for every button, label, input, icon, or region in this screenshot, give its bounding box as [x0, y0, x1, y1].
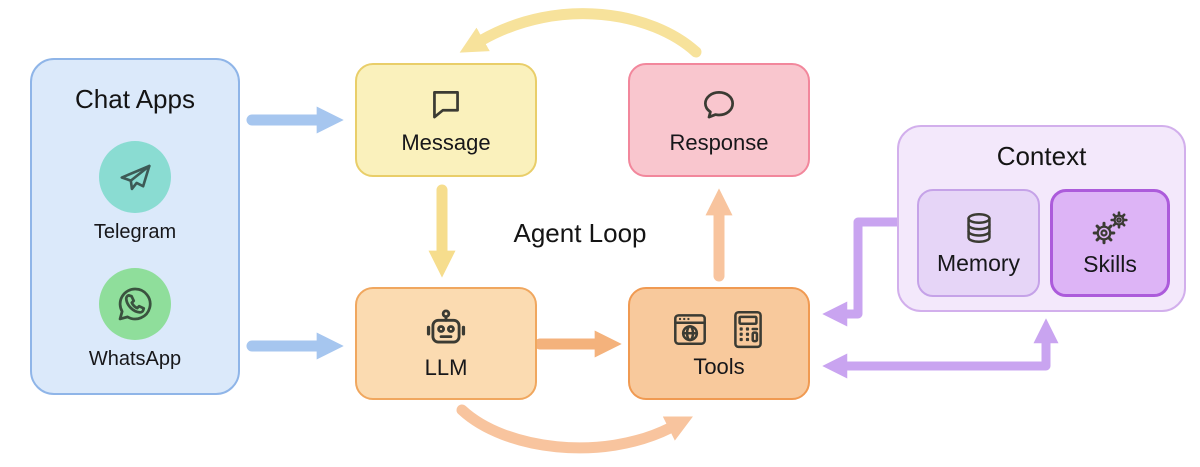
message-label: Message — [401, 130, 491, 155]
speech-bubble-square-icon — [425, 84, 467, 126]
node-chat-apps: Chat Apps Telegram WhatsApp — [30, 58, 240, 395]
node-tools: Tools — [628, 287, 810, 400]
arrow-tools-context-bidirectional — [822, 318, 1059, 379]
tools-label: Tools — [693, 353, 745, 379]
agent-loop-label: Agent Loop — [513, 218, 647, 248]
robot-icon — [422, 307, 470, 351]
memory-label: Memory — [936, 250, 1021, 276]
arrow-response-to-message-curve — [459, 8, 702, 58]
node-memory: Memory — [917, 189, 1040, 297]
node-message: Message — [355, 63, 537, 177]
context-title: Context — [996, 141, 1087, 171]
node-skills: Skills — [1050, 189, 1170, 297]
node-response: Response — [628, 63, 810, 177]
arrow-context-to-tools — [822, 217, 902, 327]
speech-bubble-round-icon — [698, 84, 740, 126]
node-context: Context Memory — [897, 125, 1186, 312]
chat-apps-title: Chat Apps — [75, 84, 195, 114]
arrow-llm-to-tools-curve — [456, 404, 693, 454]
gears-icon — [1088, 208, 1132, 248]
whatsapp-icon — [99, 268, 171, 340]
telegram-icon — [99, 141, 171, 213]
calculator-icon — [727, 308, 769, 350]
response-label: Response — [669, 130, 769, 155]
node-llm: LLM — [355, 287, 537, 400]
database-icon — [960, 209, 998, 247]
llm-label: LLM — [424, 354, 468, 380]
browser-globe-icon — [669, 308, 711, 350]
whatsapp-label: WhatsApp — [88, 348, 182, 370]
skills-label: Skills — [1083, 251, 1137, 277]
telegram-label: Telegram — [93, 221, 177, 243]
